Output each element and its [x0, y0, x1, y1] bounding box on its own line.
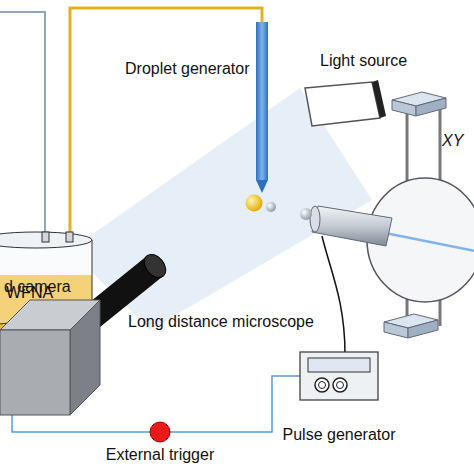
- node-label: Pulse generator: [283, 426, 396, 444]
- node-label: External trigger: [106, 446, 215, 464]
- droplet-generator-needle: [256, 22, 268, 180]
- light-source-side: [372, 80, 386, 118]
- fuel-droplet: [246, 195, 263, 212]
- trigger-cable: [12, 415, 150, 432]
- gas-tube: [0, 12, 45, 238]
- part-label: Long distance microscope: [128, 313, 314, 331]
- feed-tube: [70, 8, 262, 238]
- pulse-generator-outline: [300, 352, 378, 400]
- electrode-cylinder: [312, 206, 392, 246]
- text-holder: External trigger: [106, 446, 215, 464]
- external-trigger-outline: [150, 422, 170, 442]
- high-speed-camera-outline: [0, 300, 100, 415]
- small-droplet: [266, 202, 276, 212]
- text-holder: Pulse generator: [283, 426, 396, 444]
- lens: [300, 208, 312, 220]
- trigger-cable: [170, 376, 300, 432]
- text-holder: d camera: [4, 278, 71, 296]
- light-source-box: [305, 82, 380, 126]
- axis-label: XY: [442, 132, 463, 150]
- part-label: Light source: [320, 52, 407, 70]
- external-trigger: External trigger: [150, 422, 170, 442]
- signal-wire: [322, 236, 345, 354]
- pulse-generator: Pulse generator: [300, 352, 378, 400]
- part-label: Droplet generator: [125, 60, 250, 78]
- high-speed-camera: d camera: [0, 300, 100, 415]
- node-label: d camera: [4, 278, 71, 296]
- needle-tip: [256, 180, 268, 193]
